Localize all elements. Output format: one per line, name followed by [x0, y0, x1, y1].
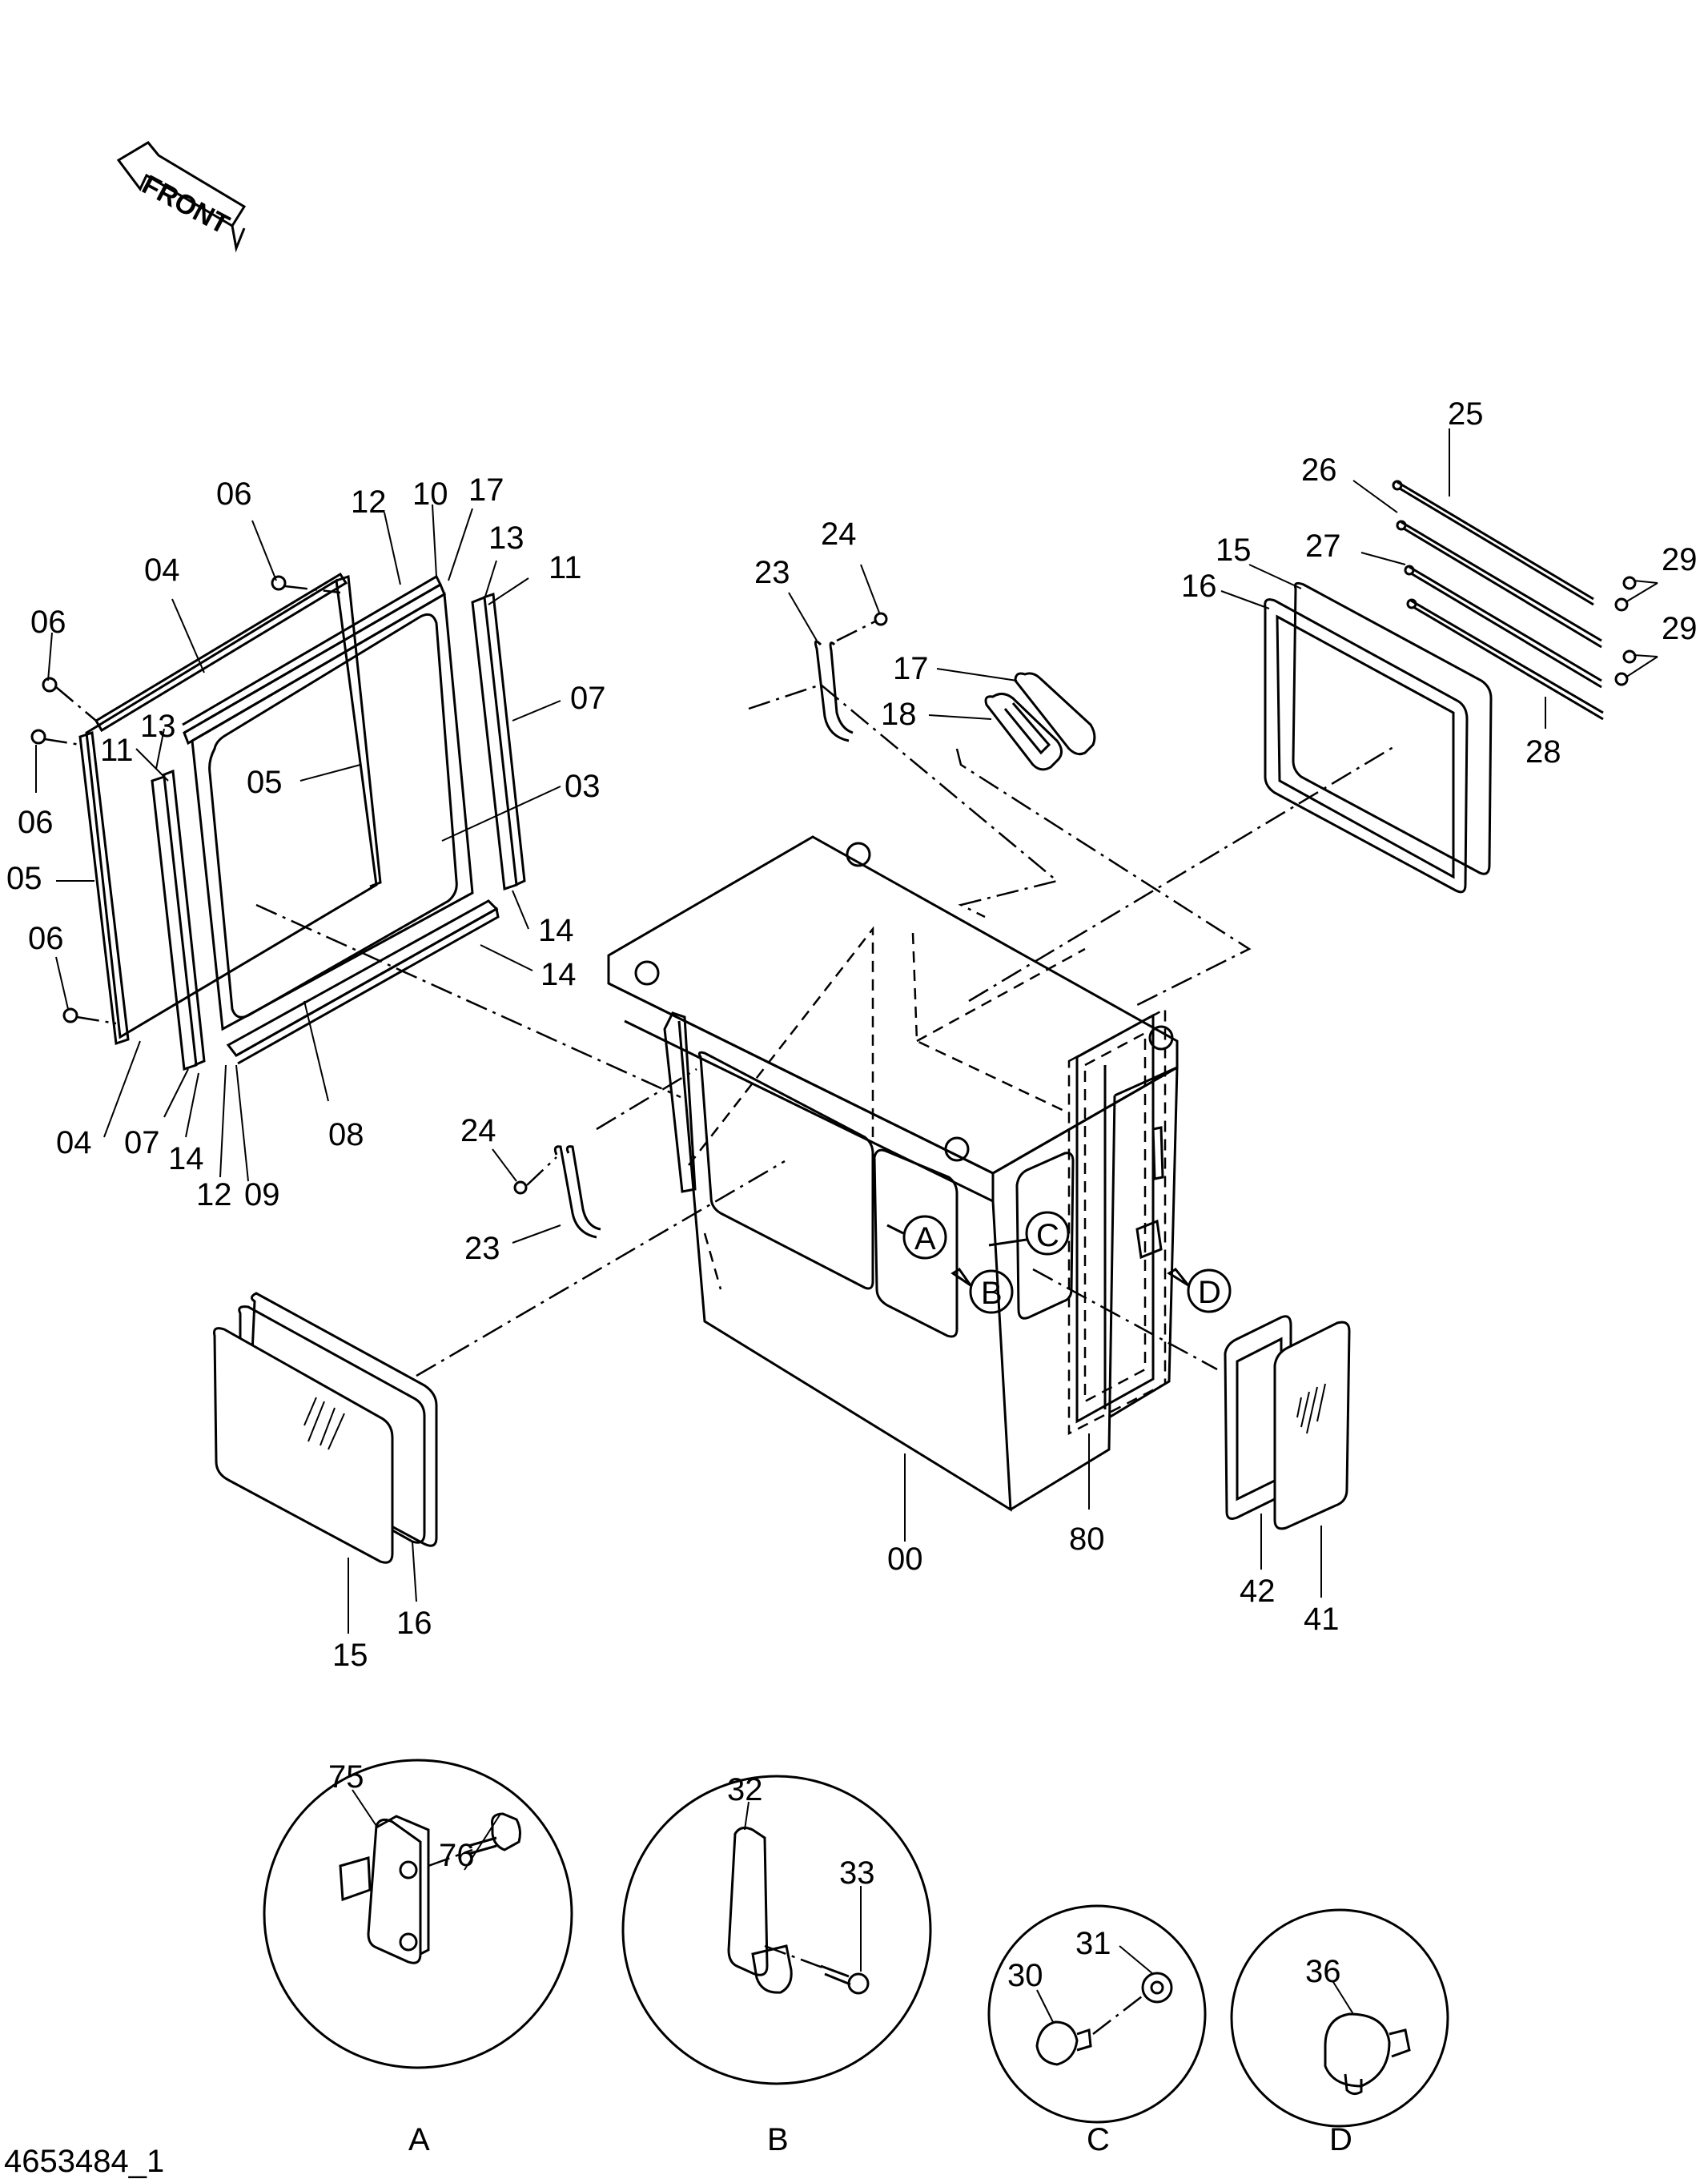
left-side-window	[213, 1292, 438, 1634]
label-30: 30	[1007, 1958, 1043, 1993]
label-13-right: 13	[488, 521, 524, 556]
label-00: 00	[887, 1542, 923, 1577]
label-15-rear: 15	[1216, 533, 1252, 568]
label-15-side: 15	[332, 1638, 368, 1673]
label-16-side: 16	[396, 1606, 432, 1641]
detail-d	[1230, 1908, 1449, 2128]
label-24-bottom: 24	[460, 1113, 496, 1148]
label-12-top: 12	[351, 484, 387, 520]
label-29-top: 29	[1662, 542, 1698, 577]
front-arrow-icon: FRONT	[116, 141, 247, 253]
label-41: 41	[1304, 1602, 1340, 1637]
drawing-number: 4653484_1	[4, 2144, 164, 2179]
detail-letter-c: C	[1087, 2122, 1110, 2157]
label-76: 76	[439, 1838, 475, 1873]
label-29-bottom: 29	[1662, 611, 1698, 646]
callout-a-circle	[902, 1215, 947, 1260]
rods	[1352, 428, 1658, 729]
label-05-left: 05	[6, 861, 42, 896]
label-14-right: 14	[538, 913, 574, 948]
label-31: 31	[1075, 1926, 1111, 1961]
top-hatch-seals	[928, 668, 1096, 771]
callout-c-circle	[1025, 1211, 1070, 1256]
part-labels: 06 04 06 06 05 06 04 12 10 17 13 11 07 0…	[6, 396, 1698, 1993]
label-75: 75	[328, 1759, 364, 1795]
callout-b: B	[981, 1276, 1003, 1311]
label-06-left: 06	[30, 605, 66, 640]
label-04-bottom: 04	[56, 1125, 92, 1160]
label-05-center: 05	[247, 765, 283, 800]
label-06-mid: 06	[18, 805, 54, 840]
grab-handles	[492, 564, 888, 1244]
label-17-top: 17	[468, 472, 504, 508]
label-03: 03	[565, 769, 601, 804]
callouts: A B C D	[886, 1211, 1232, 1314]
label-17-hatch: 17	[893, 651, 929, 686]
rear-window	[1220, 564, 1493, 894]
label-42: 42	[1240, 1574, 1276, 1609]
label-23-top: 23	[754, 555, 790, 590]
assembly-lines	[255, 683, 1398, 1377]
label-27: 27	[1305, 529, 1341, 564]
right-side-window	[904, 1315, 1351, 1598]
label-04-top: 04	[144, 553, 180, 588]
label-07-right: 07	[570, 681, 606, 716]
label-08: 08	[328, 1117, 364, 1152]
label-13-left: 13	[140, 709, 176, 744]
label-80: 80	[1069, 1522, 1105, 1557]
callout-a: A	[914, 1221, 936, 1256]
label-16-rear: 16	[1181, 569, 1217, 604]
label-10: 10	[412, 476, 448, 512]
label-28: 28	[1525, 734, 1561, 770]
label-06-bottom: 06	[28, 921, 64, 956]
label-24-top: 24	[821, 517, 857, 552]
detail-c	[987, 1904, 1207, 2124]
callout-b-circle	[969, 1269, 1014, 1314]
label-14-mid: 14	[541, 957, 577, 992]
label-11-left: 11	[100, 733, 134, 768]
detail-letter-a: A	[408, 2122, 430, 2157]
front-window-frame-assembly	[30, 504, 561, 1182]
label-09: 09	[244, 1177, 280, 1212]
label-06-top: 06	[216, 476, 252, 512]
callout-d-circle	[1187, 1268, 1232, 1313]
label-14-bottom: 14	[168, 1141, 204, 1176]
label-12-bottom: 12	[196, 1177, 232, 1212]
label-07-bottom: 07	[124, 1125, 160, 1160]
cab-body	[607, 835, 1179, 1512]
label-32: 32	[727, 1772, 763, 1807]
label-25: 25	[1448, 396, 1484, 432]
callout-c: C	[1036, 1218, 1059, 1253]
detail-letter-d: D	[1329, 2122, 1352, 2157]
label-33: 33	[839, 1855, 875, 1891]
callout-d: D	[1198, 1275, 1221, 1310]
detail-b	[621, 1775, 932, 2085]
label-11-right: 11	[549, 550, 582, 585]
label-23-bottom: 23	[464, 1231, 500, 1266]
label-36: 36	[1305, 1954, 1341, 1989]
label-26: 26	[1301, 452, 1337, 488]
detail-a	[263, 1759, 573, 2069]
detail-letters: A B C D	[408, 2122, 1352, 2157]
detail-letter-b: B	[767, 2122, 789, 2157]
label-18: 18	[881, 697, 917, 732]
